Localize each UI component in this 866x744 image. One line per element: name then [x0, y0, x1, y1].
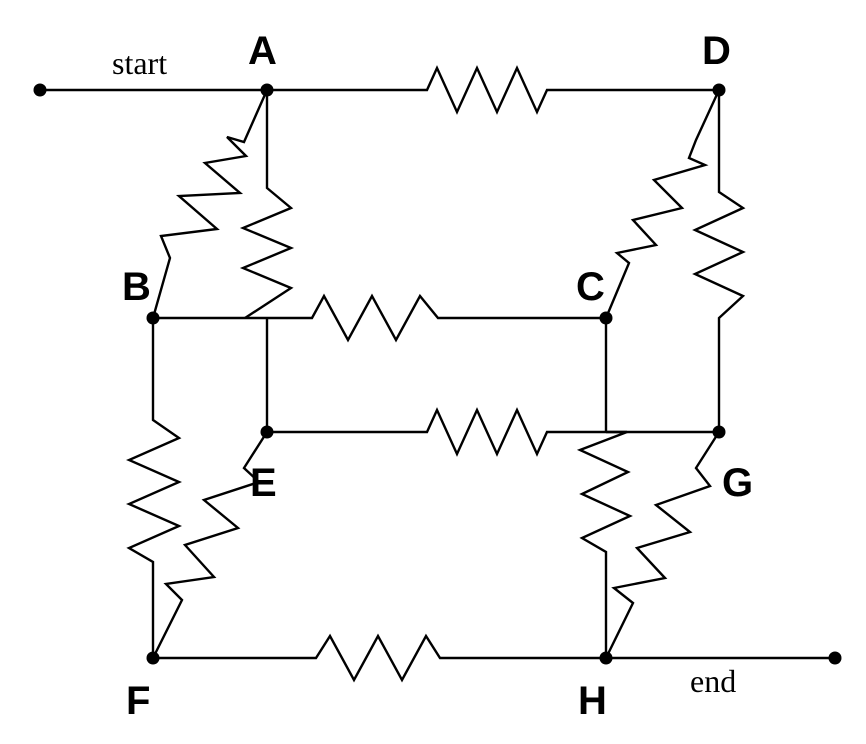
resistor-d-c — [604, 89, 721, 319]
node-a — [260, 83, 274, 97]
node-g — [712, 425, 726, 439]
node-label-e: E — [250, 461, 277, 505]
node-label-a: A — [248, 29, 277, 73]
nodes — [33, 83, 842, 665]
node-e — [260, 425, 274, 439]
node-c — [599, 311, 613, 325]
end-label: end — [690, 663, 736, 699]
node-h — [599, 651, 613, 665]
wires — [40, 88, 835, 660]
node-label-h: H — [578, 679, 607, 723]
resistor-a-d — [267, 65, 719, 115]
resistor-a-junction — [239, 90, 295, 320]
resistor-f-h — [153, 633, 606, 683]
labels: start end A D B C E G F H — [112, 29, 753, 723]
node-label-c: C — [576, 265, 605, 309]
resistors — [126, 65, 746, 683]
node-label-g: G — [722, 461, 753, 505]
node-end — [828, 651, 842, 665]
resistor-e-f — [151, 431, 269, 659]
resistor-b-f — [126, 318, 182, 658]
node-d — [712, 83, 726, 97]
node-start — [33, 83, 47, 97]
node-label-d: D — [702, 29, 731, 73]
resistor-d-g — [692, 90, 746, 432]
node-label-b: B — [122, 265, 151, 309]
start-label: start — [112, 45, 167, 81]
resistor-a-b — [151, 89, 269, 319]
node-label-f: F — [126, 679, 150, 723]
resistor-junction-h — [576, 430, 633, 658]
node-f — [146, 651, 160, 665]
resistor-junction-c — [245, 293, 606, 343]
resistor-g-h — [604, 431, 721, 659]
resistor-e-g — [267, 407, 719, 457]
node-b — [146, 311, 160, 325]
